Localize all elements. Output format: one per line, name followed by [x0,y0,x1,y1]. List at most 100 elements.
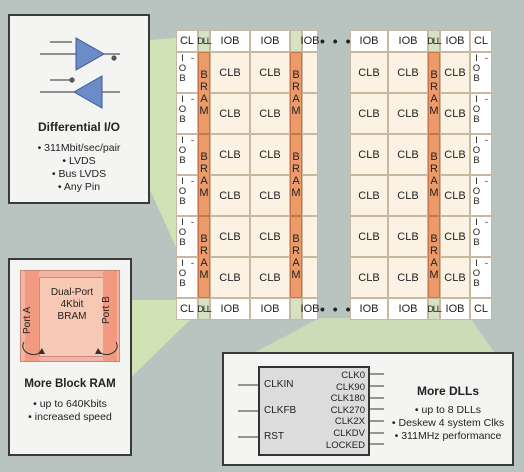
bram-label-line: Dual-Port [50,287,94,298]
clb-cell: CLB [388,134,428,175]
iob-cell: IOB [388,30,428,52]
side-iob-cell: -IOB [470,175,492,216]
differential-io-title: Differential I/O [37,120,120,134]
bram-port-a-bar [25,271,39,361]
clb-cell: CLB [250,93,290,134]
cl-corner-cell: CL [176,298,198,320]
dll-input-clkin: CLKIN [264,379,294,390]
clb-cell: CLB [210,93,250,134]
bram-cell: BRAM [428,134,440,216]
clb-cell: CLB [440,216,470,257]
cl-corner-cell: CL [176,30,198,52]
port-arrows [22,341,118,355]
bram-cell: BRAM [198,134,210,216]
bullet-item: LVDS [10,155,148,168]
clb-cell [302,93,318,134]
bullet-item: 311Mbit/sec/pair [10,142,148,155]
clb-cell: CLB [388,93,428,134]
iob-cell: IOB [350,298,388,320]
side-iob-cell: -IOB [176,52,198,93]
clb-cell: CLB [210,175,250,216]
iob-cell: IOB [350,30,388,52]
bullet-item: 311MHz performance [384,430,512,443]
clb-cell: CLB [388,52,428,93]
iob-cell: IOB [210,298,250,320]
clb-cell: CLB [388,216,428,257]
dll-input-clkfb: CLKFB [264,405,297,416]
dll-cell [290,298,302,320]
clb-cell: CLB [350,216,388,257]
iob-cell: IOB [250,298,290,320]
side-iob-cell: -IOB [176,257,198,298]
iob-cell: IOB [440,298,470,320]
clb-cell: CLB [250,257,290,298]
bram-cell: BRAM [428,216,440,298]
side-iob-cell: -IOB [470,134,492,175]
bullet-item: Bus LVDS [10,168,148,181]
clb-cell [302,134,318,175]
clb-cell [302,175,318,216]
clb-cell: CLB [388,257,428,298]
dll-corner-cell: DLL [197,30,212,52]
bram-cell: BRAM [428,52,440,134]
clb-cell: CLB [440,134,470,175]
dll-corner-cell: DLL [427,298,442,320]
dll-output-locked: LOCKED [325,439,365,451]
dll-output-clk0: CLK0 [341,370,365,381]
dll-output-clkdv: CLKDV [333,427,365,439]
side-iob-cell: -IOB [470,93,492,134]
iob-cell: IOB [301,30,319,52]
side-iob-cell: -IOB [176,93,198,134]
bullet-item: Any Pin [10,181,148,194]
iob-cell: IOB [250,30,290,52]
clb-cell: CLB [388,175,428,216]
dll-input-rst: RST [264,431,284,442]
dll-output-clk270: CLK270 [330,404,365,416]
bram-cell: BRAM [290,216,302,298]
clb-cell: CLB [350,52,388,93]
dll-cell [290,30,302,52]
dll-bullets: up to 8 DLLs Deskew 4 system Clks 311MHz… [384,404,512,443]
block-ram-panel: Port A Port B Dual-Port 4Kbit BRAM More … [8,258,132,456]
clb-cell: CLB [250,216,290,257]
clb-cell: CLB [210,257,250,298]
dll-output-clk90: CLK90 [335,381,365,393]
side-iob-cell: -IOB [176,216,198,257]
clb-cell: CLB [210,134,250,175]
bram-cell: BRAM [290,134,302,216]
bram-label-line: BRAM [57,311,87,322]
bullet-item: Deskew 4 system Clks [384,417,512,430]
clb-cell: CLB [350,93,388,134]
bram-core [39,277,105,357]
bram-label-line: 4Kbit [60,299,84,310]
iob-cell: IOB [440,30,470,52]
clb-cell: CLB [210,216,250,257]
side-iob-cell: -IOB [176,175,198,216]
side-iob-cell: -IOB [470,257,492,298]
clb-cell: CLB [350,257,388,298]
clb-cell: CLB [440,257,470,298]
clb-cell: CLB [440,52,470,93]
clb-cell [302,257,318,298]
bram-block-diagram: Port A Port B Dual-Port 4Kbit BRAM [20,270,120,362]
iob-cell: IOB [301,298,319,320]
continuation-ellipsis: • • • [320,301,353,317]
dll-title: More DLLs [416,384,479,398]
clb-cell [302,52,318,93]
dll-block: CLKIN CLKFB RST CLK0 CLK90 CLK180 CLK270… [258,366,370,456]
dll-corner-cell: DLL [427,30,442,52]
dll-pin-lines [238,373,384,445]
clb-cell: CLB [350,175,388,216]
iob-cell: IOB [210,30,250,52]
clb-cell: CLB [250,52,290,93]
clb-cell: CLB [250,175,290,216]
clb-cell: CLB [250,134,290,175]
clb-cell: CLB [350,134,388,175]
dll-output-clk180: CLK180 [330,393,365,405]
side-iob-cell: -IOB [470,216,492,257]
clb-cell: CLB [210,52,250,93]
bullet-item: up to 8 DLLs [384,404,512,417]
dll-panel: CLKIN CLKFB RST CLK0 CLK90 CLK180 CLK270… [222,352,514,466]
bram-cell: BRAM [198,216,210,298]
